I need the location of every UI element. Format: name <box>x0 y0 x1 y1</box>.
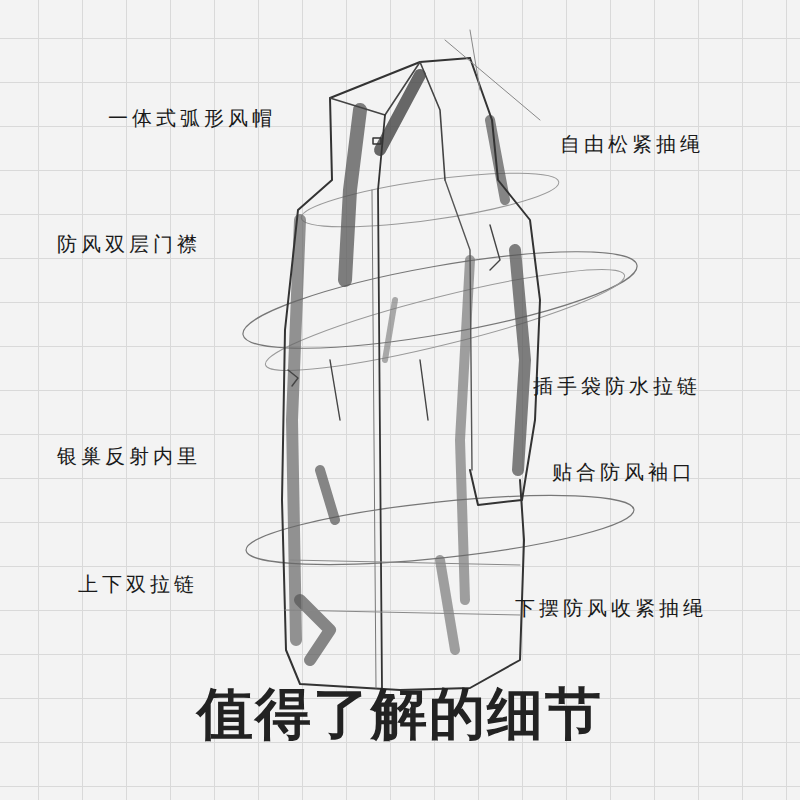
feature-label: 贴合防风袖口 <box>552 460 696 484</box>
feature-label: 防风双层门襟 <box>57 232 201 256</box>
feature-label: 一体式弧形风帽 <box>108 106 276 130</box>
feature-label: 下摆防风收紧抽绳 <box>515 596 707 620</box>
feature-label: 银巢反射内里 <box>57 444 201 468</box>
feature-label: 上下双拉链 <box>78 572 198 596</box>
feature-label: 插手袋防水拉链 <box>533 374 701 398</box>
diagram-title: 值得了解的细节 <box>0 680 800 747</box>
feature-label: 自由松紧抽绳 <box>560 132 704 156</box>
